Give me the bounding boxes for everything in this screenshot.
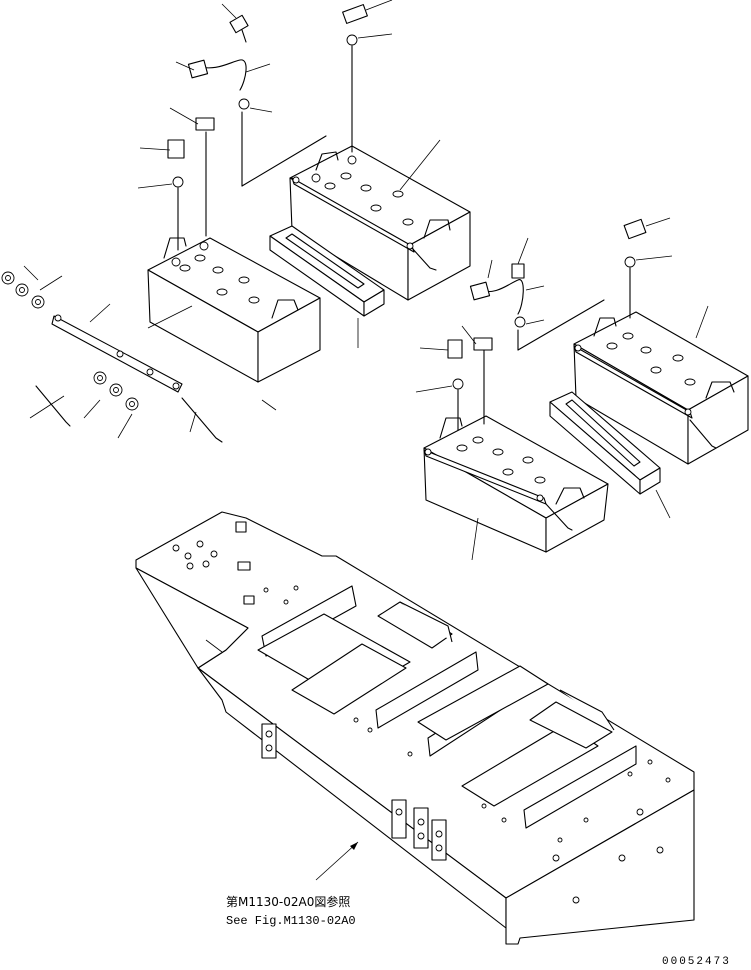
battery-right-lower [423,415,609,561]
battery-left-upper [289,145,471,301]
battery-caps [179,254,260,304]
battery-left-lower [147,237,321,383]
reference-label-en: See Fig.M1130-02A0 [226,914,356,928]
battery-cables-right [415,217,673,431]
battery-base-frame [135,511,695,945]
battery-cables-left [137,0,441,411]
battery-mat-right [549,391,671,519]
battery-right-upper [573,305,749,465]
drawing-code: 00052473 [662,956,731,968]
frame-holes [172,540,671,904]
battery-mat-left [269,225,385,348]
nuts-and-washers-left [1,265,197,439]
reference-label-ja: 第M1130-02A0図参照 [226,894,350,909]
battery-hold-down-rod-left [35,303,223,443]
battery-hold-down-bar-upper-left [291,176,437,271]
